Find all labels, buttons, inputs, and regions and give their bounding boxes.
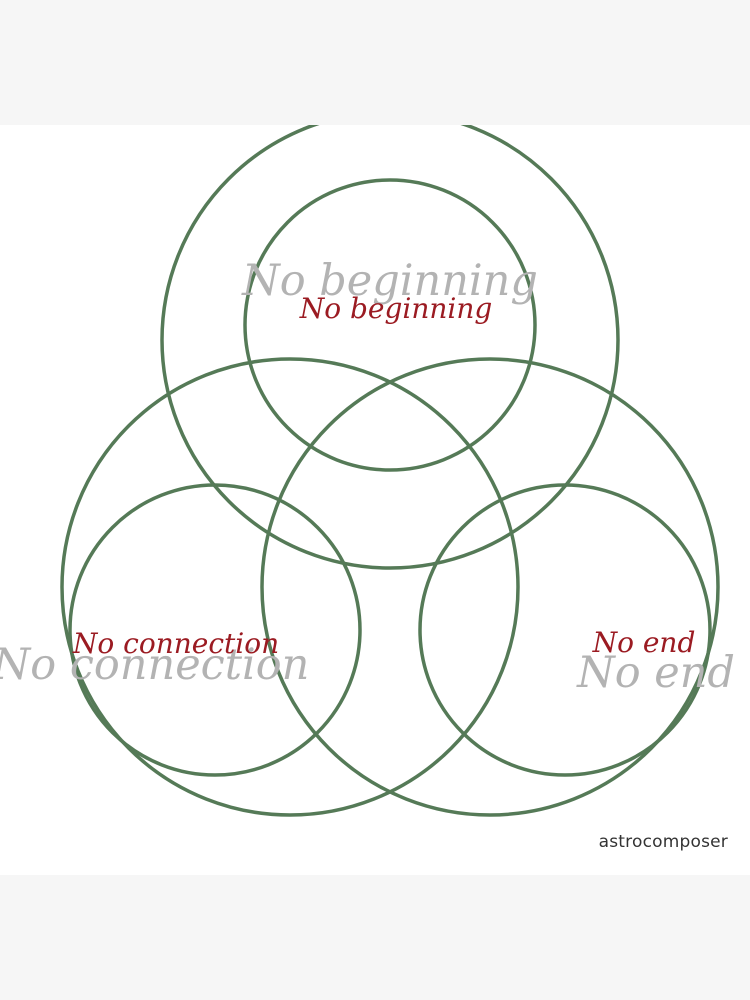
label-no-beginning-shadow: No beginning [241, 256, 538, 306]
watermark-text: astrocomposer [598, 832, 728, 852]
inner-circle-left [68, 483, 362, 777]
inner-circle-right [418, 483, 712, 777]
label-no-beginning: No beginning [299, 292, 493, 325]
bottom-band [0, 875, 750, 1000]
top-band [0, 0, 750, 125]
venn-diagram: No beginning No beginning No connection … [0, 125, 735, 817]
inner-circle-top [243, 178, 537, 472]
outer-circle-right [260, 357, 720, 817]
outer-circle-top [160, 125, 620, 570]
label-no-end: No end [592, 626, 696, 659]
outer-circle-left [60, 357, 520, 817]
label-no-connection-shadow: No connection [0, 640, 309, 690]
label-no-end-shadow: No end [576, 648, 735, 698]
diagram-canvas: No beginning No beginning No connection … [0, 125, 750, 875]
label-no-connection: No connection [72, 627, 279, 660]
